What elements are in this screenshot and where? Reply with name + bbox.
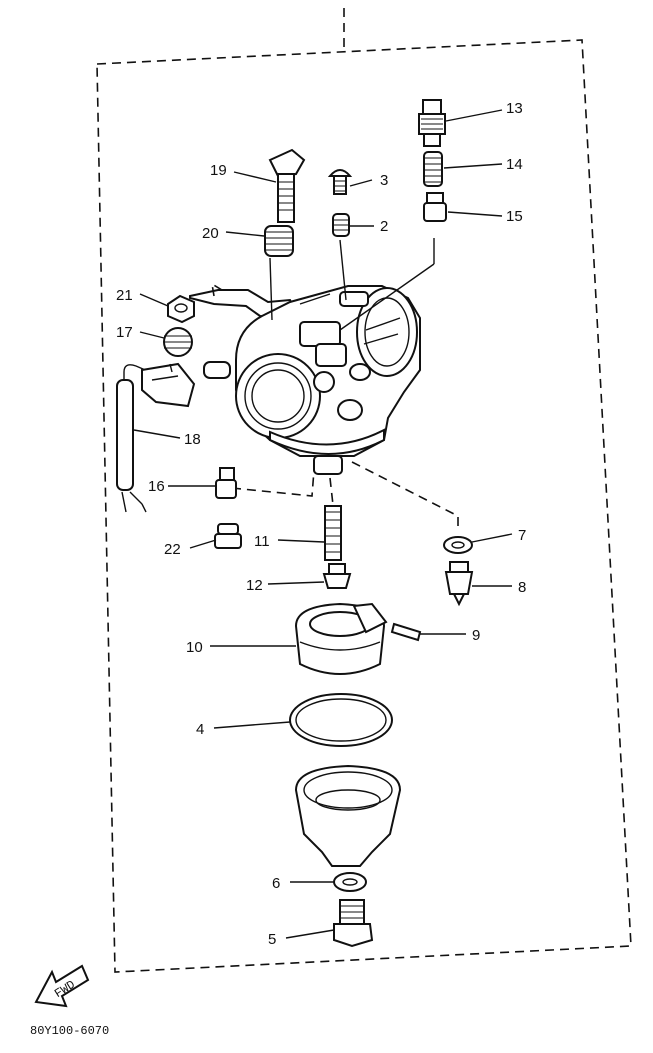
part-16-pilot-jet	[215, 467, 237, 499]
callout-8: 8	[518, 579, 526, 596]
assembly-boundary	[96, 8, 632, 973]
assembly-lines	[210, 238, 459, 532]
callout-19: 19	[210, 162, 227, 179]
callout-20: 20	[202, 225, 219, 242]
callout-13: 13	[506, 100, 523, 117]
carburetor-body	[189, 285, 421, 475]
float-bowl	[294, 764, 402, 867]
part-15-seat	[423, 192, 447, 222]
part-7-washer	[443, 536, 473, 554]
callout-2: 2	[380, 218, 388, 235]
callout-17: 17	[116, 324, 133, 341]
callout-14: 14	[506, 156, 523, 173]
callout-9: 9	[472, 627, 480, 644]
front-arrow-icon: FWD	[34, 964, 90, 1008]
callout-22: 22	[164, 541, 181, 558]
callout-15: 15	[506, 208, 523, 225]
part-5-drain-plug	[333, 899, 374, 948]
callout-10: 10	[186, 639, 203, 656]
callout-7: 7	[518, 527, 526, 544]
part-21-nut	[167, 294, 195, 324]
callout-labels: 13 14 15 19 3 2 20 21 17 18 16 22 11 12 …	[116, 100, 526, 948]
part-17-spring	[163, 327, 193, 357]
part-2-spring	[332, 213, 350, 237]
callout-3: 3	[380, 172, 388, 189]
part-14-spring	[423, 151, 443, 187]
part-9-pin	[390, 622, 422, 642]
callout-12: 12	[246, 577, 263, 594]
callout-16: 16	[148, 478, 165, 495]
part-6-washer	[333, 872, 367, 892]
callout-4: 4	[196, 721, 204, 738]
part-18-plunger	[116, 362, 196, 513]
part-22-plug	[214, 523, 242, 549]
callout-6: 6	[272, 875, 280, 892]
drawing-code: 80Y100-6070	[30, 1024, 109, 1038]
part-8-needle-valve	[444, 561, 474, 607]
part-19-screw	[268, 148, 306, 223]
callout-5: 5	[268, 931, 276, 948]
callout-18: 18	[184, 431, 201, 448]
part-10-float	[294, 602, 388, 675]
part-12-main-jet	[322, 563, 352, 589]
part-20-spring	[264, 225, 294, 257]
part-4-gasket	[289, 693, 393, 747]
callout-11: 11	[254, 533, 270, 550]
part-3-screw	[327, 169, 353, 195]
part-11-needle-jet	[324, 505, 342, 561]
callout-21: 21	[116, 287, 133, 304]
leader-lines	[133, 109, 513, 939]
part-13-fitting	[418, 99, 446, 147]
